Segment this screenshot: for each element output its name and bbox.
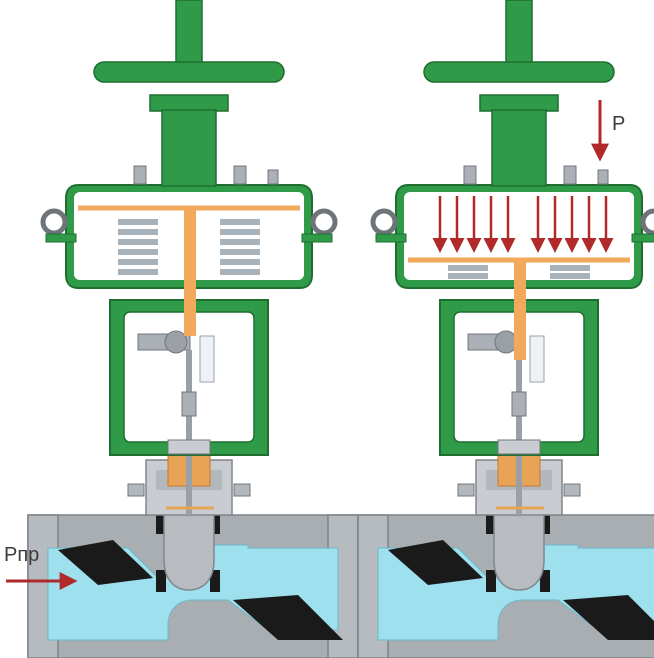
valve-assembly-right xyxy=(358,0,654,658)
valve-assembly-left xyxy=(28,0,358,658)
actuator-pressure-label: P xyxy=(612,113,625,135)
inlet-pressure-label: Рпр xyxy=(4,544,39,566)
diaphragm-pressure-arrows xyxy=(432,196,614,253)
